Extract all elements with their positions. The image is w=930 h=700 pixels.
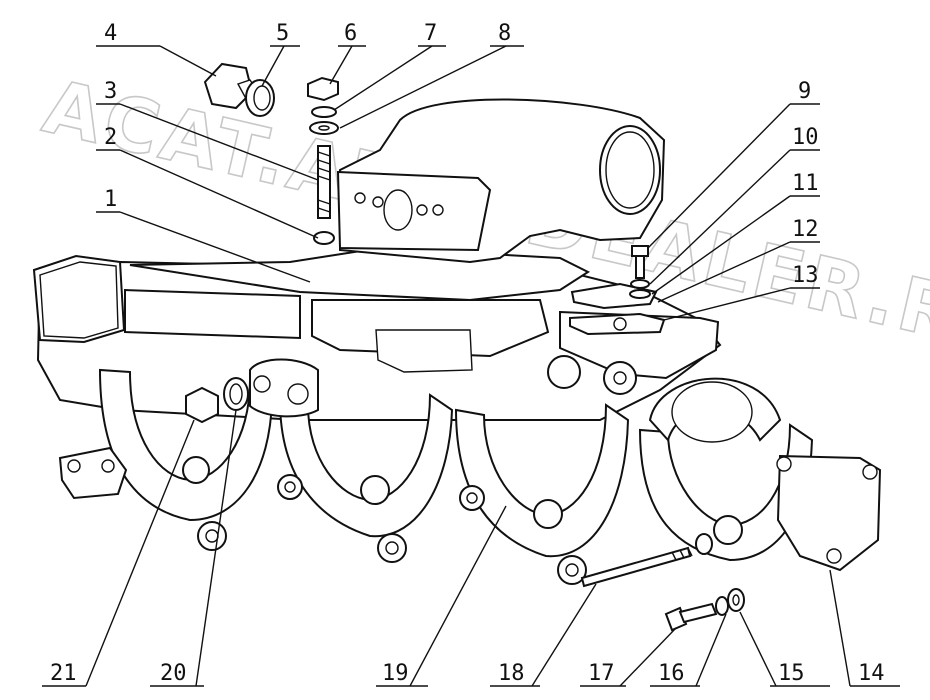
callout-14: 14 [858, 661, 885, 686]
callout-15: 15 [778, 661, 805, 686]
callout-10: 10 [792, 125, 819, 150]
callout-labels: 4 5 6 7 8 3 2 1 9 10 11 12 13 21 20 19 1… [50, 21, 885, 686]
callout-12: 12 [792, 217, 819, 242]
callout-1: 1 [104, 187, 117, 212]
callout-4: 4 [104, 21, 117, 46]
callout-16: 16 [658, 661, 685, 686]
callout-13: 13 [792, 263, 819, 288]
callout-2: 2 [104, 125, 117, 150]
callout-17: 17 [588, 661, 615, 686]
callout-18: 18 [498, 661, 525, 686]
callout-7: 7 [424, 21, 437, 46]
callout-6: 6 [344, 21, 357, 46]
callout-3: 3 [104, 79, 117, 104]
loose-parts [185, 62, 745, 632]
callout-20: 20 [160, 661, 187, 686]
outlet-elbow [336, 98, 666, 264]
callout-5: 5 [276, 21, 289, 46]
callout-8: 8 [498, 21, 511, 46]
callout-9: 9 [798, 79, 811, 104]
callout-21: 21 [50, 661, 77, 686]
leader-lines [42, 45, 900, 687]
callout-11: 11 [792, 171, 819, 196]
manifold-body [32, 246, 882, 585]
callout-19: 19 [382, 661, 409, 686]
